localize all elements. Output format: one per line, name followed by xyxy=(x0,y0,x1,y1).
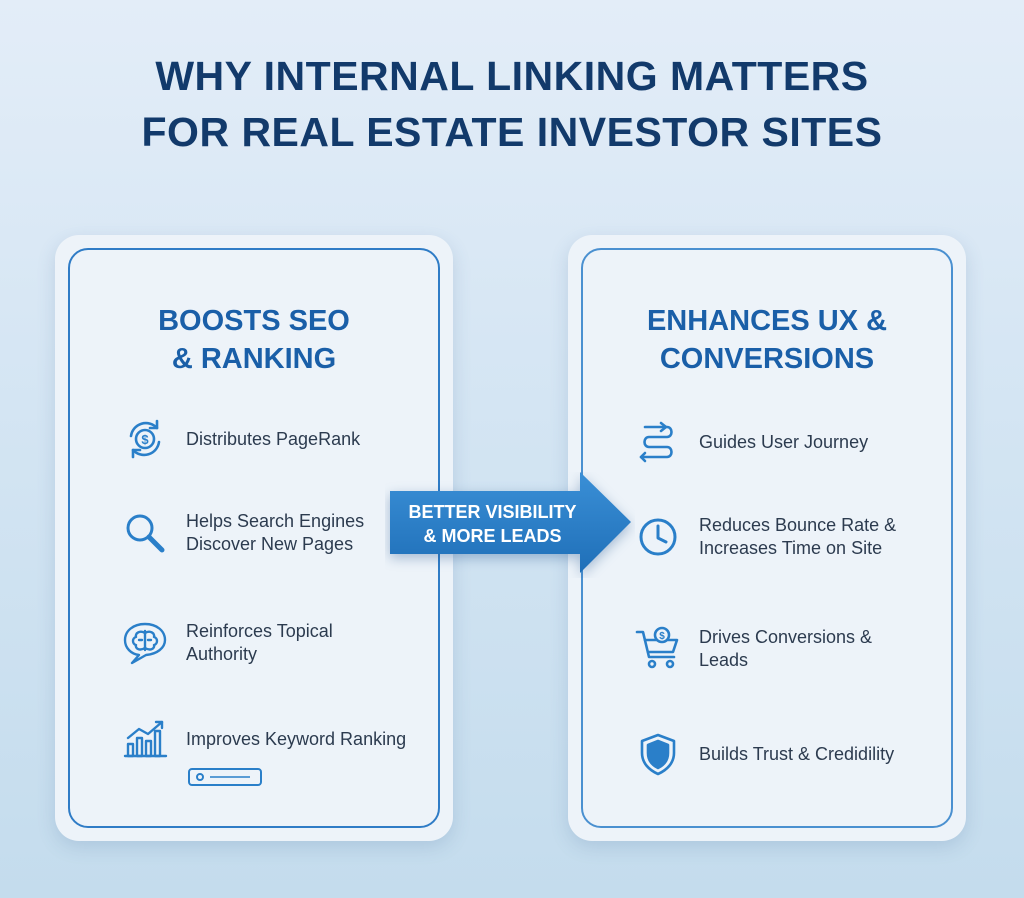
svg-text:$: $ xyxy=(141,432,149,447)
card-title-line-1: BOOSTS SEO xyxy=(158,305,350,337)
benefit-item-drives-conversions: $ Drives Conversions & Leads xyxy=(635,626,872,672)
benefit-label: Distributes PageRank xyxy=(186,428,360,451)
benefit-item-user-journey: Guides User Journey xyxy=(635,419,868,465)
seo-ranking-card-border: BOOSTS SEO & RANKING $ Distributes PageR… xyxy=(68,248,440,828)
shopping-cart-dollar-icon: $ xyxy=(635,626,681,672)
benefit-label: Improves Keyword Ranking xyxy=(186,728,406,751)
page-title-line-1: WHY INTERNAL LINKING MATTERS xyxy=(155,53,869,99)
benefit-label-line: Helps Search Engines xyxy=(186,511,365,531)
benefit-item-bounce-rate: Reduces Bounce Rate & Increases Time on … xyxy=(635,514,896,560)
card-title-line-2: & RANKING xyxy=(171,343,337,375)
benefit-label: Reinforces Topical Authority xyxy=(186,620,333,666)
shield-icon xyxy=(635,731,681,777)
svg-text:$: $ xyxy=(659,631,665,642)
benefit-label-line: Builds Trust & Credidility xyxy=(699,743,895,764)
benefit-label-line: Distributes PageRank xyxy=(186,428,361,449)
dollar-cycle-icon: $ xyxy=(122,416,168,462)
arrow-label-line-2: & MORE LEADS xyxy=(423,526,562,546)
benefit-label: Guides User Journey xyxy=(699,431,868,454)
benefit-label: Reduces Bounce Rate & Increases Time on … xyxy=(699,514,896,560)
arrow-label: BETTER VISIBILITY & MORE LEADS xyxy=(385,500,600,548)
card-title-line-1: ENHANCES UX & xyxy=(646,305,888,337)
page-title: WHY INTERNAL LINKING MATTERS FOR REAL ES… xyxy=(0,48,1024,160)
benefit-item-distributes-pagerank: $ Distributes PageRank xyxy=(122,416,360,462)
visibility-leads-arrow: BETTER VISIBILITY & MORE LEADS xyxy=(385,472,635,578)
benefit-label-line: Reduces Bounce Rate & xyxy=(699,515,897,535)
benefit-label-line: Improves Keyword Ranking xyxy=(186,728,407,749)
clock-icon xyxy=(635,514,681,560)
arrow-shape xyxy=(390,472,631,573)
benefit-label-line: Authority xyxy=(186,644,258,664)
benefit-label-line: Guides User Journey xyxy=(699,431,869,452)
benefit-item-topical-authority: Reinforces Topical Authority xyxy=(122,620,333,666)
brain-speech-icon xyxy=(122,620,168,666)
benefit-label: Drives Conversions & Leads xyxy=(699,626,872,672)
benefit-item-builds-trust: Builds Trust & Credidility xyxy=(635,731,894,777)
benefit-item-discover-pages: Helps Search Engines Discover New Pages xyxy=(122,510,364,556)
seo-ranking-card: BOOSTS SEO & RANKING $ Distributes PageR… xyxy=(55,235,453,841)
search-bar-icon xyxy=(188,768,262,786)
bar-chart-growth-icon xyxy=(122,716,168,762)
benefit-label-line: Leads xyxy=(699,650,749,670)
benefit-label-line: Increases Time on Site xyxy=(699,538,883,558)
arrow-label-line-1: BETTER VISIBILITY xyxy=(408,502,577,522)
benefit-label: Builds Trust & Credidility xyxy=(699,743,894,766)
benefit-label: Helps Search Engines Discover New Pages xyxy=(186,510,364,556)
benefit-item-keyword-ranking: Improves Keyword Ranking xyxy=(122,716,406,762)
ux-conversions-card-border: ENHANCES UX & CONVERSIONS Guides User Jo… xyxy=(581,248,953,828)
magnifier-icon xyxy=(122,510,168,556)
seo-ranking-card-title: BOOSTS SEO & RANKING xyxy=(70,302,438,378)
benefit-label-line: Drives Conversions & xyxy=(699,627,873,647)
benefit-label-line: Discover New Pages xyxy=(186,534,354,554)
route-arrows-icon xyxy=(635,419,681,465)
card-title-line-2: CONVERSIONS xyxy=(659,343,875,375)
page-title-line-2: FOR REAL ESTATE INVESTOR SITES xyxy=(141,109,883,155)
benefit-label-line: Reinforces Topical xyxy=(186,621,333,641)
ux-conversions-card-title: ENHANCES UX & CONVERSIONS xyxy=(583,302,951,378)
